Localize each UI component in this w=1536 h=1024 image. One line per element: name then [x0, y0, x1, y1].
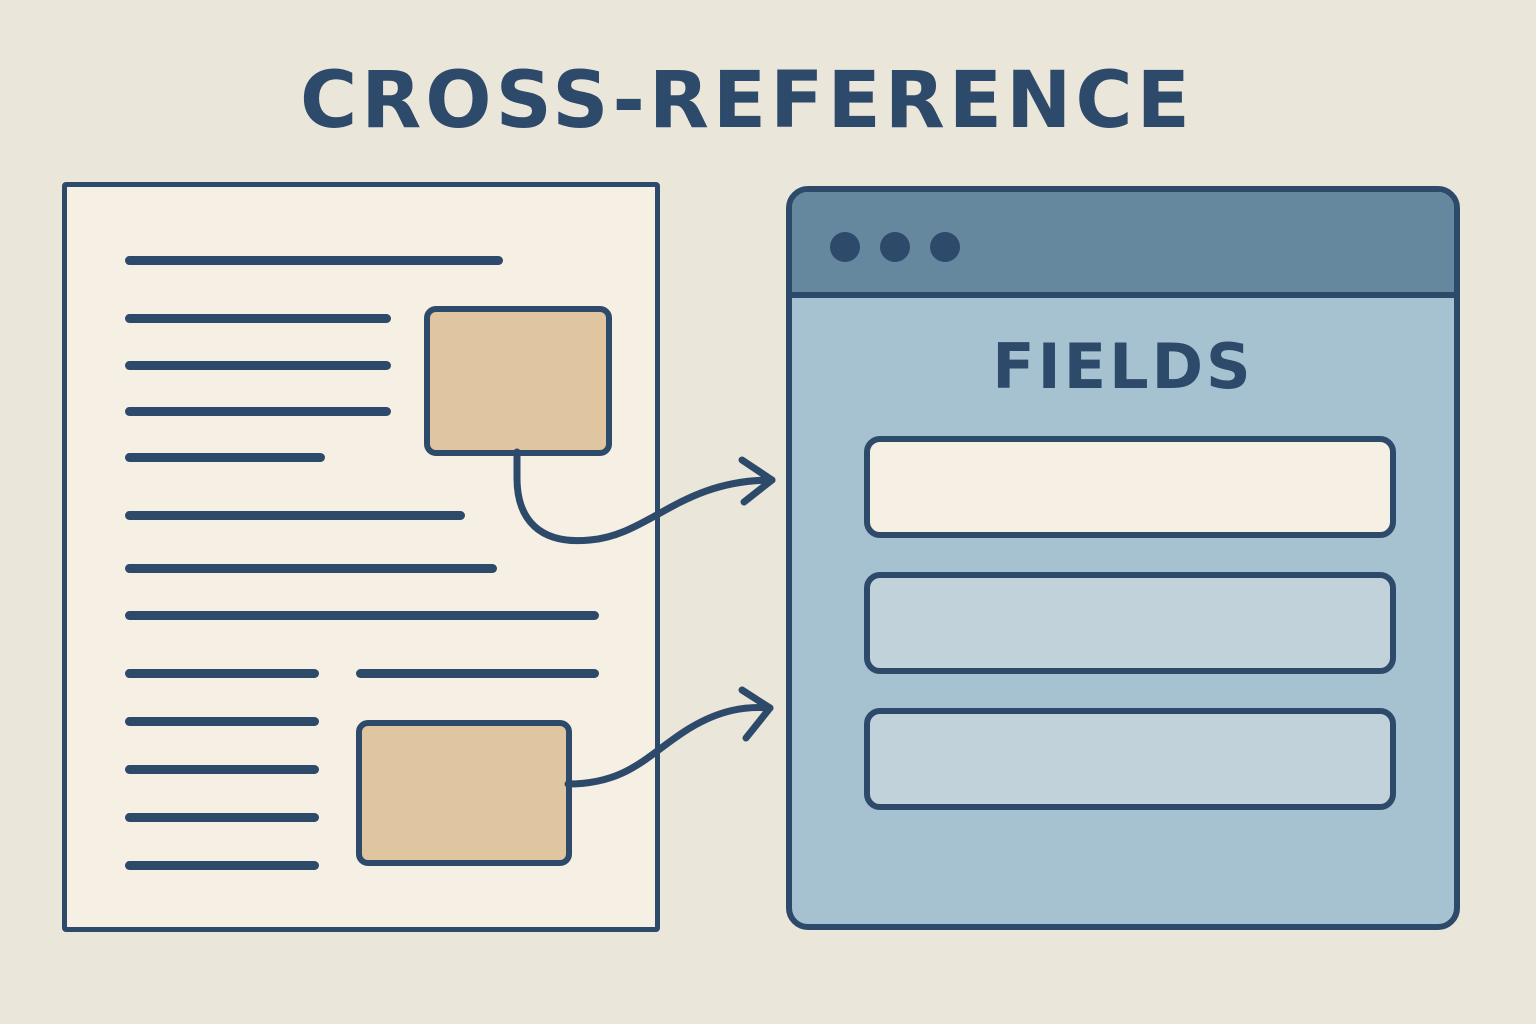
window-control-dot[interactable]: [930, 232, 960, 262]
document-text-line: [125, 765, 319, 774]
form-field-2[interactable]: [864, 572, 1396, 674]
arrowhead-bottom-icon: [738, 686, 774, 742]
document-text-line: [125, 361, 391, 370]
window-control-dot[interactable]: [830, 232, 860, 262]
document-text-line: [125, 861, 319, 870]
document-text-line: [125, 511, 465, 520]
diagram-title: CROSS-REFERENCE: [300, 56, 1194, 146]
document-highlight-box-top: [424, 306, 612, 456]
document-text-line: [125, 717, 319, 726]
document-text-line: [125, 669, 319, 678]
document-text-line: [125, 256, 503, 265]
document-text-line: [125, 564, 497, 573]
form-field-3[interactable]: [864, 708, 1396, 810]
arrowhead-top-icon: [738, 456, 776, 506]
document-text-line: [125, 314, 391, 323]
form-window: FIELDS: [786, 186, 1460, 930]
source-document: [62, 182, 660, 932]
document-text-line: [125, 453, 325, 462]
document-text-line: [125, 611, 599, 620]
document-highlight-box-bottom: [356, 720, 572, 866]
document-text-line: [356, 669, 599, 678]
document-text-line: [125, 813, 319, 822]
window-control-dot[interactable]: [880, 232, 910, 262]
fields-heading: FIELDS: [992, 330, 1254, 403]
window-titlebar: [792, 192, 1454, 298]
document-text-line: [125, 407, 391, 416]
form-field-1[interactable]: [864, 436, 1396, 538]
